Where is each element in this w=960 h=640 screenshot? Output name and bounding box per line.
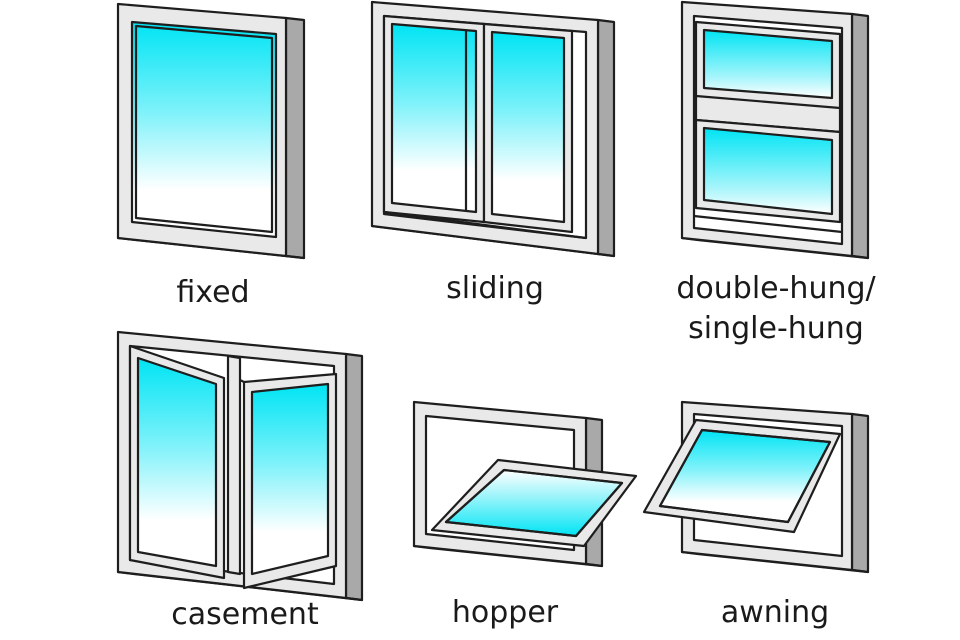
right-glass [490,30,566,224]
fixed-window [116,2,306,260]
hopper-window [412,400,638,568]
awning-window [642,400,870,574]
sash-inner [444,468,624,538]
sliding-window [370,0,616,258]
mullion [226,354,242,576]
upper-glass [702,28,834,100]
casement-window [116,330,364,602]
glass-pane [130,20,278,239]
right-glass [250,382,330,576]
label-sliding: sliding [446,271,544,306]
left-glass [390,22,478,214]
sash-inner [658,428,832,524]
label-casement: casement [171,597,319,632]
label-awning: awning [720,595,830,630]
label-double-hung: double-hung/ [676,271,876,306]
frame-side [344,352,364,602]
frame-side [850,12,870,260]
inner-bead [134,24,274,234]
frame-side [596,18,616,258]
label-single-hung: single-hung [688,311,864,346]
label-hopper: hopper [451,595,559,630]
left-glass [136,356,218,568]
frame-side [284,16,306,260]
frame-side [850,412,870,574]
label-fixed: fixed [176,275,250,310]
lower-glass [702,126,834,216]
double-hung-window [680,0,870,260]
